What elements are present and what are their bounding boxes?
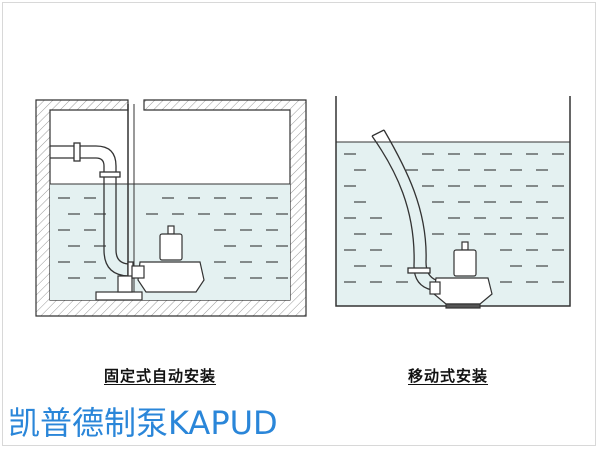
auto-coupling-base [95, 291, 143, 301]
caption-mobile-installation: 移动式安装 [408, 367, 489, 385]
coupling-seat [117, 275, 133, 293]
fixed-installation-panel [35, 99, 307, 317]
brand-watermark: 凯普德制泵KAPUD [8, 404, 278, 442]
figure-frame [2, 2, 596, 446]
fixed-submersible-pump [131, 225, 205, 293]
mobile-submersible-pump [429, 241, 493, 309]
mobile-installation-panel [335, 96, 571, 309]
caption-fixed-installation: 固定式自动安装 [104, 367, 217, 385]
mobile-hose [371, 129, 437, 291]
fixed-water-dashes [58, 197, 288, 279]
fixed-discharge-pipe [50, 142, 134, 279]
mobile-water-dashes [344, 153, 564, 283]
